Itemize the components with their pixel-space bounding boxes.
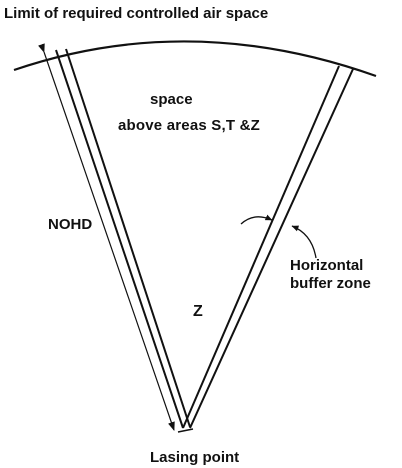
zone-z-label: Z bbox=[193, 303, 203, 320]
space-label: space bbox=[150, 91, 193, 108]
nohd-dimension-arrow bbox=[38, 43, 175, 431]
horizontal-label: Horizontal bbox=[290, 257, 364, 274]
nohd-label: NOHD bbox=[48, 216, 93, 233]
airspace-limit-title: Limit of required controlled air space bbox=[4, 5, 269, 22]
lasing-point-label: Lasing point bbox=[150, 449, 240, 466]
buffer-zone-label: buffer zone bbox=[290, 275, 371, 292]
buffer-zone-angle-arc bbox=[240, 214, 273, 225]
lasing-base-tick bbox=[177, 428, 194, 433]
above-areas-label: above areas S,T &Z bbox=[118, 117, 260, 134]
sector-right-inner-line bbox=[182, 65, 340, 429]
sector-right-outer-line bbox=[189, 68, 354, 429]
buffer-zone-leader-curve bbox=[291, 225, 317, 259]
